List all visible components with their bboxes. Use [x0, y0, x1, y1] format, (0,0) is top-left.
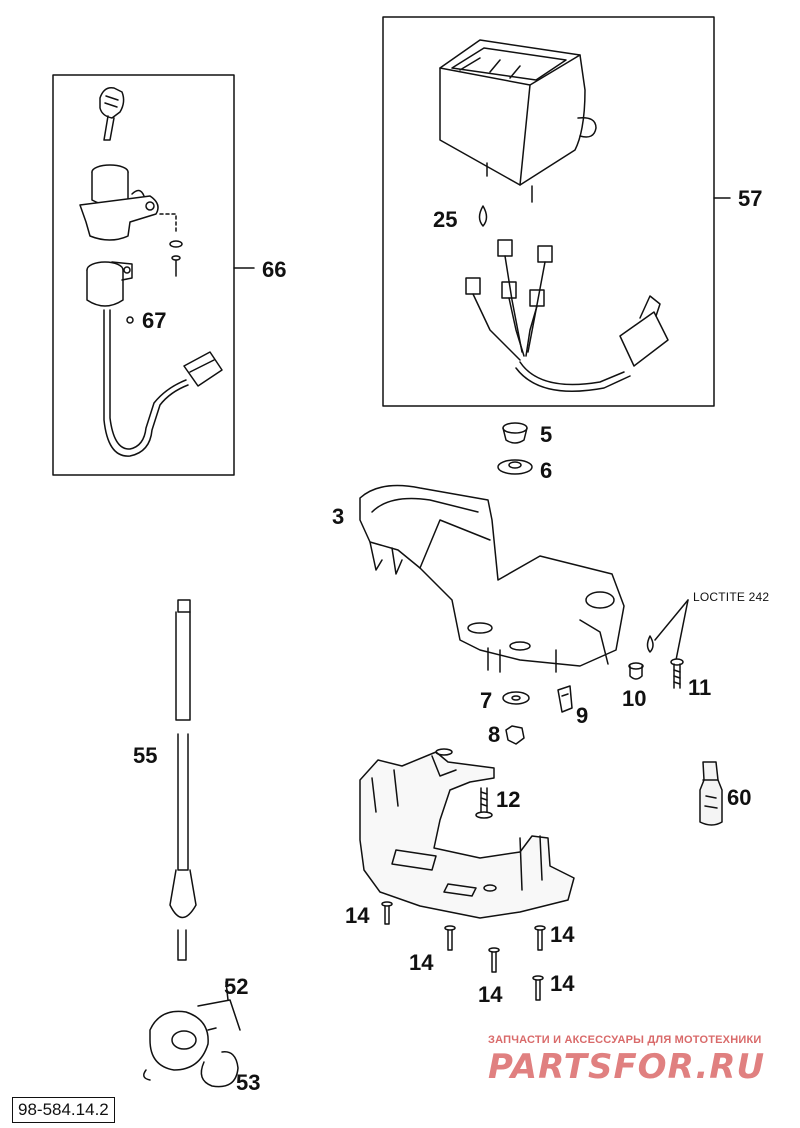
label-8: 8: [488, 722, 501, 747]
label-53: 53: [236, 1070, 261, 1095]
label-14b: 14: [550, 922, 575, 947]
label-9: 9: [576, 703, 589, 728]
clip-9-drawing: [557, 685, 573, 713]
speedometer-drawing: [439, 39, 597, 203]
label-52: 52: [224, 974, 249, 999]
watermark-tagline: ЗАПЧАСТИ И АКСЕССУАРЫ ДЛЯ МОТОТЕХНИКИ: [488, 1034, 762, 1046]
ignition-key-drawing: [99, 86, 125, 141]
rubber-bush-5-drawing: [502, 422, 528, 444]
label-25: 25: [433, 207, 458, 232]
screw-14c-drawing: [534, 925, 546, 951]
screw-10-drawing: [628, 662, 644, 680]
speedo-cable-55-drawing: [169, 599, 197, 961]
screw-14a-drawing: [381, 901, 393, 925]
label-14a: 14: [345, 903, 370, 928]
label-11: 11: [688, 675, 712, 700]
screw-12-drawing: [475, 787, 493, 819]
screw-11-drawing: [670, 658, 684, 689]
label-66: 66: [262, 257, 287, 282]
label-14c: 14: [409, 950, 434, 975]
label-55: 55: [133, 743, 158, 768]
rubber-ring-6-drawing: [497, 459, 533, 475]
speedometer-box: [382, 16, 715, 407]
ignition-lock-box: [52, 74, 235, 476]
label-14e: 14: [478, 982, 503, 1007]
speedo-drive-52-drawing: [143, 981, 241, 1081]
screw-14d-drawing: [488, 947, 500, 973]
label-57: 57: [738, 186, 763, 211]
loctite-label: LOCTITE 242: [693, 590, 770, 604]
screw-14e-drawing: [532, 975, 544, 1001]
washer-screw-drawing: [159, 213, 183, 277]
screw-14b-drawing: [444, 925, 456, 951]
label-60: 60: [727, 785, 752, 810]
nut-8-drawing: [505, 725, 525, 745]
label-14d: 14: [550, 971, 575, 996]
label-67: 67: [142, 308, 167, 333]
label-6: 6: [540, 458, 553, 483]
diagram-reference-number: 98-584.14.2: [12, 1097, 115, 1123]
loctite-bottle-60-drawing: [699, 761, 723, 826]
label-10: 10: [622, 686, 647, 711]
lower-bracket-drawing: [359, 748, 575, 919]
label-7: 7: [480, 688, 493, 713]
label-12: 12: [496, 787, 521, 812]
label-3: 3: [332, 504, 345, 529]
ignition-switch-drawing: [86, 261, 223, 457]
ignition-lock-body-drawing: [79, 164, 159, 241]
watermark-logo: PARTSFOR.RU: [488, 1047, 766, 1087]
washer-7-drawing: [502, 691, 530, 705]
wiring-harness-drawing: [465, 239, 669, 393]
bracket-3-drawing: [359, 484, 625, 673]
bulb-25-drawing: [478, 205, 488, 227]
circlip-53-drawing: [200, 1051, 239, 1088]
label-5: 5: [540, 422, 553, 447]
